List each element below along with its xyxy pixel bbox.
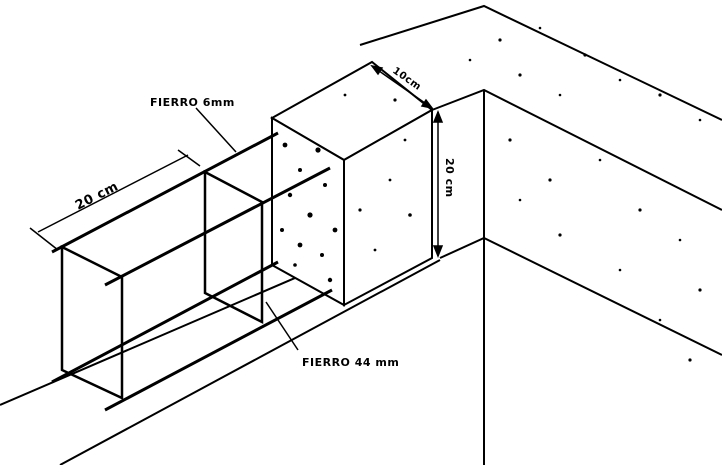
width-ext-left <box>29 227 59 251</box>
stirrup-1 <box>60 244 124 400</box>
width-ext-right <box>177 149 201 167</box>
wall-top-far-edge <box>359 4 722 121</box>
wall-texture <box>468 26 702 362</box>
label-height-dim: 20 cm <box>443 158 456 198</box>
depth-arrow-b <box>420 98 434 110</box>
concrete-block <box>269 60 434 307</box>
depth-arrow-a <box>370 64 384 76</box>
rebar-cage <box>51 131 333 412</box>
leader-44mm <box>265 301 299 351</box>
rebar-bottom-front <box>104 288 333 412</box>
height-arrow-top <box>432 109 444 123</box>
label-width-dim: 20 cm <box>73 179 121 213</box>
dimensions <box>29 64 444 351</box>
label-steel-44mm: FIERRO 44 mm <box>302 356 399 369</box>
leader-6mm <box>195 107 237 153</box>
height-arrow-bottom <box>432 245 444 259</box>
label-steel-6mm: FIERRO 6mm <box>150 96 235 109</box>
stirrup-2 <box>203 169 264 325</box>
rebar-top-front <box>104 166 331 287</box>
rebar-top-back <box>51 131 279 254</box>
block-front-face <box>343 108 433 307</box>
wall-top-near-edge <box>431 88 722 211</box>
base-line-bottom <box>59 259 441 465</box>
rebar-bottom-back <box>51 260 279 384</box>
width-dim-line <box>37 154 189 233</box>
block-texture <box>280 93 412 283</box>
slab-inner-edge <box>439 236 722 356</box>
depth-dim-line <box>371 65 433 109</box>
